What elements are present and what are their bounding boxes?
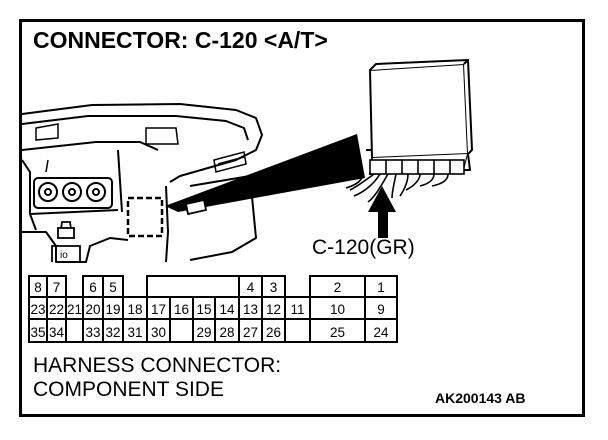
wire-harness (345, 173, 449, 203)
pin-number: 6 (89, 280, 97, 295)
pin-number: 28 (219, 325, 234, 340)
module-connector (369, 159, 465, 175)
pin-number: 5 (109, 280, 117, 295)
pin-number: 14 (219, 302, 235, 317)
pin-number: 10 (330, 302, 345, 317)
pin-number: 27 (243, 325, 258, 340)
pin-number: 34 (49, 325, 65, 340)
pin-number: 31 (127, 325, 142, 340)
pin-number: 18 (127, 302, 142, 317)
pin-number: 17 (151, 302, 166, 317)
pin-number: 16 (174, 302, 189, 317)
figure-code: AK200143 AB (435, 390, 526, 406)
diagram-title: CONNECTOR: C-120 <A/T> (33, 27, 328, 53)
harness-connector-label: HARNESS CONNECTOR: (33, 354, 282, 377)
climate-knobs (33, 177, 113, 209)
pin-number: 30 (151, 325, 166, 340)
pin-number: 25 (330, 325, 345, 340)
pin-number: 19 (105, 302, 120, 317)
dashboard-outline (21, 103, 263, 263)
pin-number: 22 (49, 302, 64, 317)
pin-number: 3 (270, 280, 278, 295)
connector-key (146, 275, 240, 298)
pin-number: 12 (266, 302, 281, 317)
pin-number: 29 (196, 325, 211, 340)
pin-number: 7 (53, 280, 61, 295)
gear-shifter: io (51, 221, 81, 262)
pin-number: 24 (373, 325, 389, 340)
pin-number: 11 (290, 302, 304, 317)
component-side-label: COMPONENT SIDE (33, 378, 224, 401)
pin-number: 23 (30, 302, 45, 317)
pin-number: 4 (247, 280, 255, 295)
dashboard-vents (35, 123, 247, 173)
pin-number: 20 (85, 302, 100, 317)
diagram-frame (19, 19, 585, 417)
location-pointer-wedge (165, 134, 365, 212)
pin-number: 1 (377, 280, 385, 295)
pin-number: 8 (34, 280, 42, 295)
connector-arrow (368, 186, 396, 238)
pin-number: 13 (243, 302, 258, 317)
mount-bracket (184, 198, 208, 216)
pin-number: 35 (30, 325, 45, 340)
pin-number: 21 (67, 302, 82, 317)
pin-number: 2 (334, 280, 342, 295)
connector-id-label: C-120(GR) (312, 236, 415, 259)
svg-text:io: io (60, 250, 68, 261)
pin-number: 33 (85, 325, 100, 340)
pin-number: 9 (377, 302, 385, 317)
pin-number: 32 (105, 325, 120, 340)
connector-outline (28, 276, 398, 343)
pin-number: 26 (266, 325, 281, 340)
pin-number: 15 (196, 302, 211, 317)
